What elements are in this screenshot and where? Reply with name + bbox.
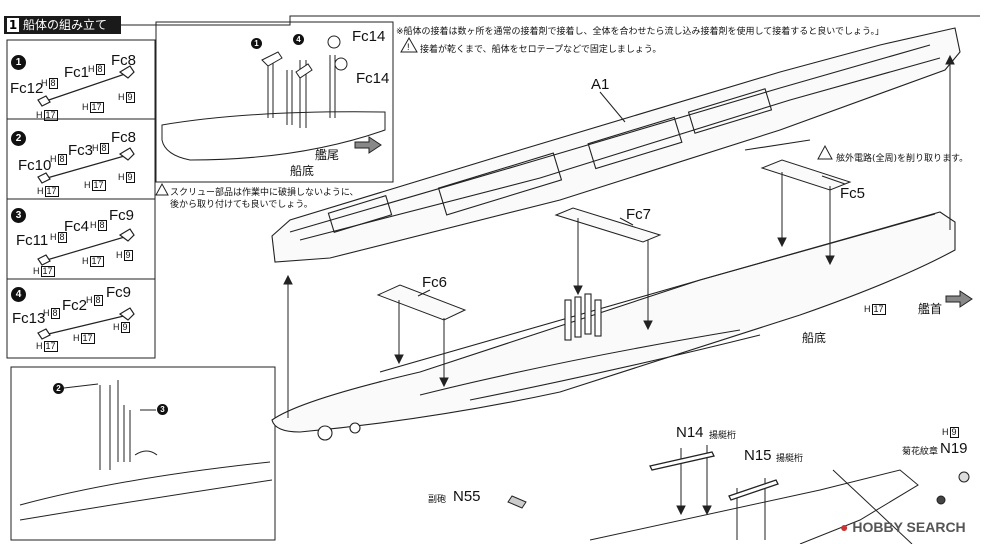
part-label: Fc4	[64, 218, 90, 235]
part-label: Fc9	[109, 207, 135, 224]
bilge-note: 舷外電路(全周)を削り取ります。	[836, 154, 969, 164]
callout-number: 1	[251, 38, 262, 49]
screw-note-2: 後から取り付けても良いでしょう。	[170, 200, 313, 210]
watermark: ● HOBBY SEARCH	[840, 519, 966, 535]
callout-number: 2	[53, 383, 64, 394]
part-label-fc7: Fc7	[626, 206, 652, 223]
tape-note: 接着が乾くまで、船体をセロテープなどで固定しましょう。	[420, 45, 662, 55]
part-label: Fc10	[18, 157, 52, 174]
section-title: 1 船体の組み立て	[4, 16, 121, 34]
hull-bottom-label: 船底	[290, 164, 315, 178]
part-label: Fc13	[12, 310, 46, 327]
part-label: Fc14	[356, 70, 390, 87]
part-label-n55: N55	[453, 488, 481, 505]
header-rule	[121, 15, 980, 26]
boat-booms	[649, 451, 779, 501]
bow-partial-drawing	[507, 469, 970, 544]
part-label-a1: A1	[591, 76, 610, 93]
screw-note: スクリュー部品は作業中に破損しないように、	[170, 188, 359, 198]
shaft-assemblies	[37, 65, 135, 340]
adhesive-note: ※船体の接着は数ヶ所を通常の接着剤で接着し、全体を合わせたら流し込み接着剤を使用…	[396, 27, 884, 37]
part-label: Fc2	[62, 297, 88, 314]
part-label: Fc8	[111, 52, 137, 69]
part-label-fc5: Fc5	[840, 185, 866, 202]
part-label: Fc9	[106, 284, 132, 301]
section-title-text: 船体の組み立て	[23, 18, 108, 32]
upper-hull-drawing	[271, 27, 961, 263]
hull-bottom-label: 船底	[802, 331, 827, 345]
callout-number: 4	[293, 34, 304, 45]
chrysanthemum-label: 菊花紋章	[902, 447, 939, 457]
boom-label: 揚艇桁	[776, 454, 804, 464]
svg-text:!: !	[407, 42, 410, 52]
warning-icon: !	[155, 36, 833, 196]
callout-number: 3	[157, 404, 168, 415]
stern-detail-drawing	[161, 35, 386, 161]
plates	[376, 159, 852, 321]
part-label: Fc12	[10, 80, 44, 97]
bow-label: 艦首	[918, 302, 943, 316]
step-number: 3	[11, 208, 26, 223]
part-label: Fc11	[16, 232, 49, 249]
part-label-fc6: Fc6	[422, 274, 448, 291]
step-number: 4	[11, 287, 26, 302]
step-number: 1	[11, 55, 26, 70]
step-number: 2	[11, 131, 26, 146]
stern-label: 艦尾	[315, 148, 340, 162]
part-label-n15: N15	[744, 447, 772, 464]
stern-detail-frame	[155, 21, 394, 183]
part-label: Fc14	[352, 28, 386, 45]
watermark-icon: ●	[840, 519, 849, 535]
part-label: Fc1	[64, 64, 90, 81]
lower-hull-drawing	[271, 211, 956, 441]
secondary-gun-label: 副砲	[428, 495, 447, 505]
screw-detail-drawing	[19, 380, 273, 521]
part-label: Fc8	[111, 129, 137, 146]
part-label-n19: N19	[940, 440, 968, 457]
screw-detail-frame	[10, 366, 276, 541]
boom-label: 揚艇桁	[709, 431, 737, 441]
part-label: Fc3	[68, 142, 94, 159]
section-number: 1	[7, 18, 19, 32]
part-label-n14: N14	[676, 424, 704, 441]
